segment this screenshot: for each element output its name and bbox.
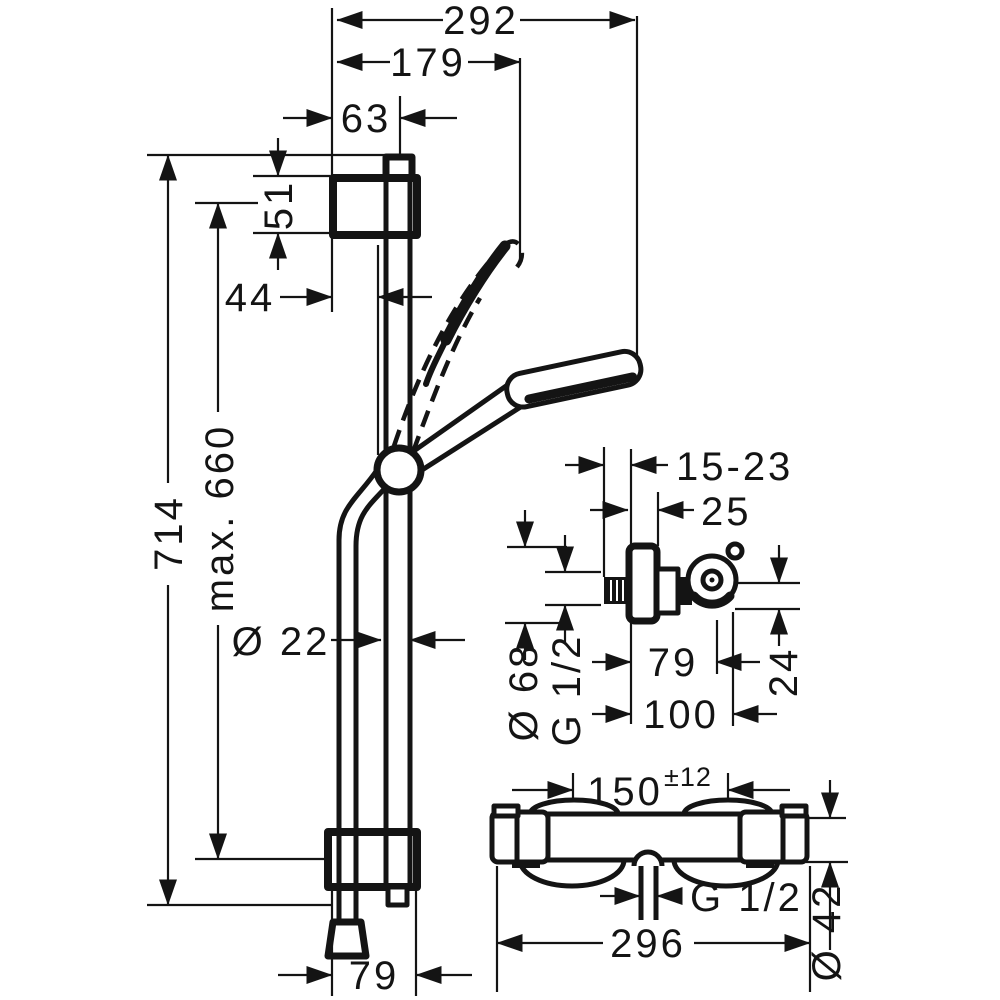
union-nut-right	[671, 859, 781, 889]
dim-overall-width: 292	[443, 0, 519, 43]
inlet-escutcheon-left	[527, 797, 621, 815]
union-connector	[654, 566, 681, 616]
dimension-lines	[496, 780, 839, 952]
shower-set-view: 292 179 63 51 44 714 max. 660 Ø 22 79	[147, 0, 644, 998]
hand-shower	[409, 348, 644, 473]
check-valve-screw	[700, 568, 724, 592]
mixer-handle-left	[489, 809, 551, 865]
dim-axis-offset: 24	[762, 647, 806, 698]
dim-overall-height: 714	[147, 495, 191, 571]
dim-bracket-offset: 63	[341, 97, 392, 141]
dim-projection-short: 79	[648, 641, 699, 685]
dim-bracket-height: 51	[257, 180, 301, 231]
mixer-handle-right	[737, 809, 810, 865]
mixer-view: 150 ±12 G 1/2 296 Ø 42	[489, 762, 849, 992]
dim-bottom-offset: 79	[349, 954, 400, 998]
bottom-bracket-foot	[385, 884, 410, 908]
top-wall-bracket	[329, 174, 421, 239]
dim-escutcheon-depth: 25	[701, 490, 752, 534]
wall-union-view: 15-23 25 Ø 68 G 1/2 79 100 24	[502, 445, 806, 746]
dim-mixer-width: 296	[610, 922, 686, 966]
dim-escutcheon-diameter: Ø 68	[502, 643, 546, 742]
shower-hose	[324, 468, 389, 960]
dim-body-diameter: Ø 42	[805, 883, 849, 982]
mixer-drawing	[489, 797, 810, 920]
valve-nub	[725, 541, 745, 561]
dim-bar-offset: 44	[225, 276, 276, 320]
union-escutcheon	[625, 542, 661, 625]
outlet-cap	[631, 849, 665, 867]
dim-projection-long: 100	[643, 693, 719, 737]
bottom-wall-bracket	[324, 828, 421, 891]
dimension-lines	[516, 456, 788, 723]
hand-shower-dashed-position	[391, 239, 525, 453]
hand-shower-handle	[409, 376, 518, 456]
slide-bar	[324, 153, 421, 908]
dim-bar-diameter: Ø 22	[232, 620, 331, 664]
dim-union-thread: G 1/2	[545, 634, 589, 747]
union-nut-left	[517, 859, 627, 889]
wall-union-drawing	[604, 541, 745, 625]
dim-center-tolerance: ±12	[664, 762, 712, 792]
dim-head-width: 179	[390, 41, 466, 85]
hose-end-cone	[324, 918, 370, 960]
slider-holder	[373, 444, 425, 496]
dim-max-height: max. 660	[198, 424, 242, 613]
dim-depth-range: 15-23	[676, 445, 793, 489]
